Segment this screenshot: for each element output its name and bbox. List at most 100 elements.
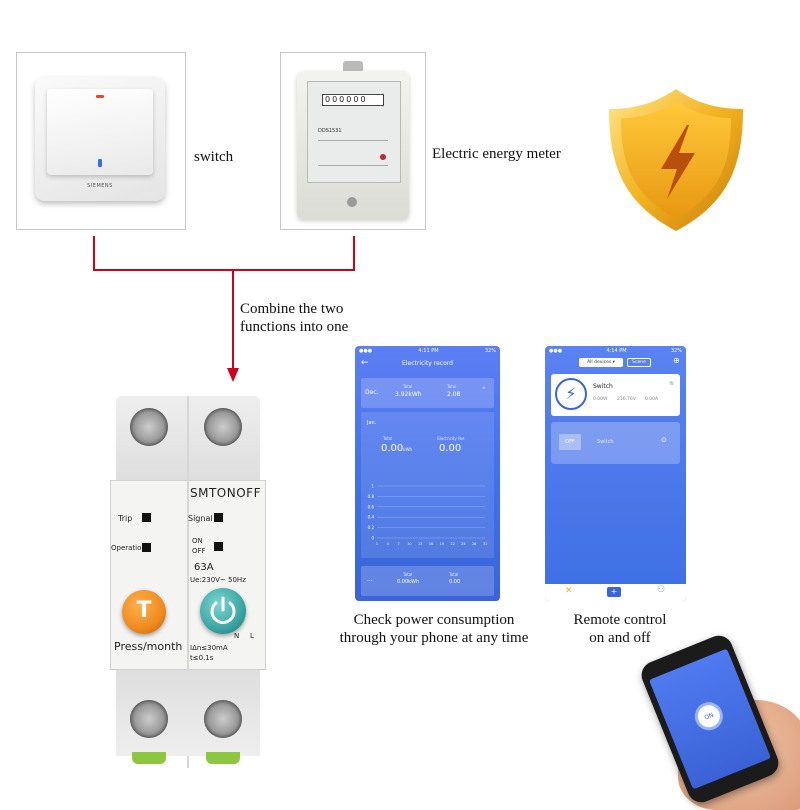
device-card-off[interactable]: OFF Switch ⊙: [551, 422, 680, 464]
dec-kwh: 3.92kWh: [395, 391, 422, 398]
operation-label: Operation: [111, 544, 146, 552]
switch-rocker: [47, 89, 153, 175]
meter-readout: 000000: [322, 94, 384, 106]
meter-label: Electric energy meter: [432, 146, 561, 162]
handheld-on-button[interactable]: ON: [690, 697, 728, 735]
device1-current: 0.00A: [645, 397, 659, 402]
total-power-number: 0.00: [381, 443, 404, 454]
press-month-label: Press/month: [114, 640, 183, 653]
status-time: 4:11 PM: [418, 348, 439, 354]
device-bolt-icon: ⚡: [555, 378, 587, 410]
device2-state: OFF: [559, 434, 581, 450]
device2-settings-icon[interactable]: ⊙: [661, 436, 667, 444]
jan-card: Jan. Total 0.00kWh Electricity fee 0.00 …: [361, 412, 494, 558]
chart-x-tick: 25: [461, 542, 465, 546]
wire-arrowhead: [227, 368, 239, 382]
power-icon: [210, 596, 236, 624]
tab-scene[interactable]: Scene: [627, 358, 651, 367]
device1-power: 0.00W: [593, 397, 608, 402]
footer-total-value: 0.00kWh: [397, 579, 420, 585]
wire-horizontal: [93, 269, 355, 271]
switch-indicator-light: [96, 95, 104, 98]
total-power-label: Total: [383, 436, 393, 441]
off-label: OFF: [192, 547, 206, 555]
chart-y-tick: 1: [371, 484, 374, 489]
footer-month: ...: [367, 576, 373, 583]
trip-label: Trip: [118, 514, 133, 523]
time-label: t≤0.1s: [190, 654, 214, 662]
back-arrow-icon[interactable]: ←: [361, 358, 369, 368]
tab-all-devices[interactable]: All devices ▾: [579, 358, 623, 367]
chart-x-tick: 16: [429, 542, 433, 546]
dec-total-label-2: Total: [447, 384, 457, 389]
meter-seal-screw: [347, 197, 357, 207]
record-title: Electricity record: [402, 360, 453, 367]
bottom-screw-right: [204, 700, 242, 738]
meter-led: [380, 154, 386, 160]
operation-indicator: [142, 543, 151, 552]
test-button[interactable]: T: [122, 590, 166, 634]
collapse-icon[interactable]: ⌃: [481, 386, 487, 394]
chart-x-tick: 28: [472, 542, 476, 546]
trip-indicator: [142, 513, 151, 522]
combine-label-line1: Combine the two: [240, 301, 344, 317]
caption-left-line1: Check power consumption: [353, 612, 515, 628]
handheld-on-label: ON: [703, 711, 715, 722]
total-power-unit: kWh: [403, 447, 413, 452]
device2-name: Switch: [597, 439, 614, 445]
meter-window: 000000 DDS1531: [307, 81, 401, 183]
n-label: N: [234, 632, 240, 640]
dec-month: Dec.: [365, 389, 379, 396]
chart-y-tick: 0.4: [368, 515, 375, 520]
hand-phone-photo: ON: [637, 631, 800, 810]
device-card-on[interactable]: ⚡ Switch ≋ 0.00W 216.76V 0.00A: [551, 374, 680, 416]
handheld-screen: ON: [648, 648, 772, 790]
jan-month: Jan.: [367, 420, 377, 426]
combine-label-line2: functions into one: [240, 319, 349, 335]
signal-indicator: [214, 513, 223, 522]
chart-x-tick: 31: [483, 542, 487, 546]
wire-left-vertical: [93, 236, 95, 270]
wifi-icon: ≋: [669, 380, 675, 387]
chart-y-tick: 0.6: [368, 504, 375, 509]
energy-meter-photo: 000000 DDS1531: [280, 52, 426, 230]
chart-x-tick: 13: [418, 542, 422, 546]
add-device-icon[interactable]: ⊕: [673, 356, 680, 365]
chart-y-tick: 0.2: [368, 525, 375, 530]
profile-icon[interactable]: ⚇: [657, 585, 666, 595]
meter-spec-lines: [318, 140, 388, 166]
device1-name: Switch: [593, 383, 613, 390]
footer-total-label-2: Total: [449, 572, 459, 577]
status-time-2: 4:14 PM: [606, 348, 627, 354]
green-clip-right: [206, 752, 240, 764]
wire-down: [232, 270, 234, 370]
home-icon[interactable]: ✕: [565, 586, 573, 596]
status-battery-2: 32%: [670, 348, 682, 354]
voltage-label: Ue:230V~ 50Hz: [190, 576, 246, 584]
caption-right-line1: Remote control: [573, 612, 667, 628]
on-label: ON: [192, 537, 203, 545]
power-button[interactable]: [200, 588, 246, 634]
chart-x-tick: 10: [407, 542, 411, 546]
status-battery: 32%: [484, 348, 496, 354]
switch-label: switch: [194, 149, 234, 165]
dec-row[interactable]: Dec. Total 3.92kWh Total 2.08 ⌃: [361, 378, 494, 408]
smart-breaker: SMTONOFF Trip Operation Signal ON OFF 63…: [110, 396, 266, 768]
footer-value: 0.00: [449, 579, 461, 585]
bottom-nav: ✕ + ⚇: [545, 584, 686, 601]
switch-brand: SIEMENS: [87, 183, 113, 189]
l-label: L: [250, 632, 254, 640]
onoff-indicator: [214, 542, 223, 551]
add-icon[interactable]: +: [607, 587, 621, 597]
caption-left: Check power consumption through your pho…: [318, 611, 550, 647]
footer-row[interactable]: ... Total 0.00kWh Total 0.00: [361, 566, 494, 596]
switch-plate: SIEMENS: [35, 77, 165, 201]
rating-label: 63A: [194, 562, 214, 573]
top-screw-right: [204, 408, 242, 446]
meter-hanger: [343, 61, 363, 73]
